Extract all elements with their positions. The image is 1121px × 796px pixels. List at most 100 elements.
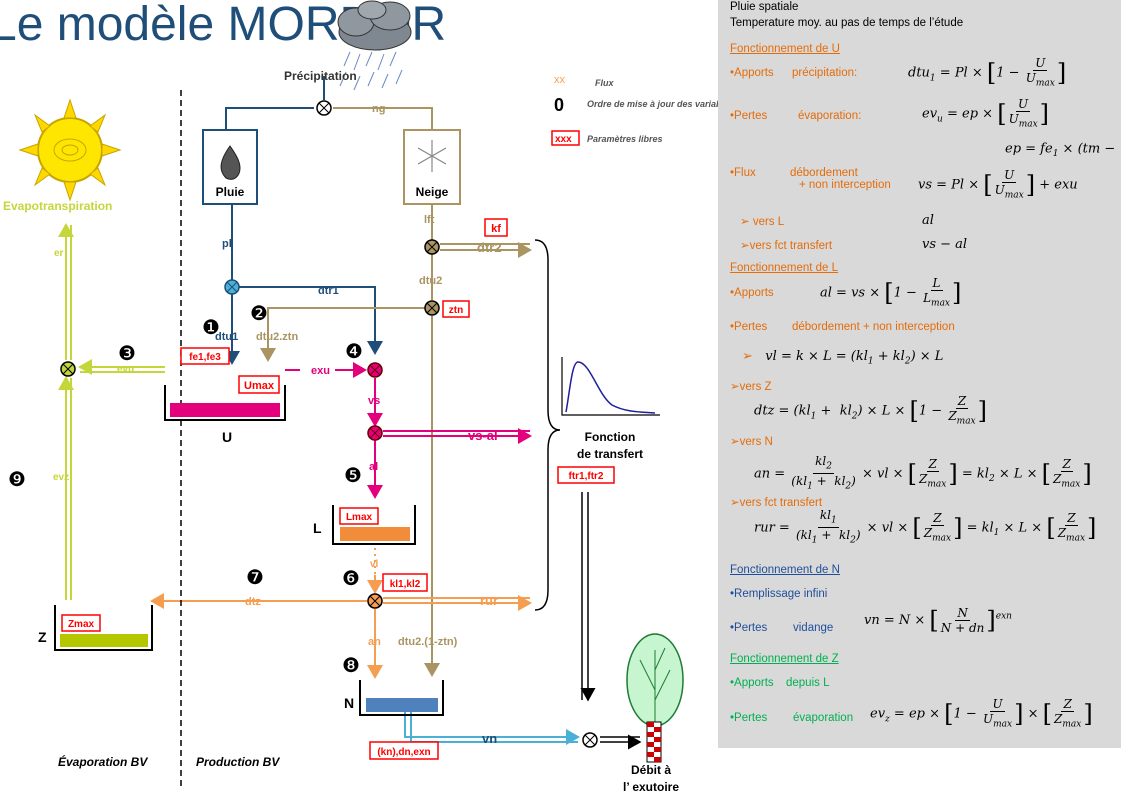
label-vn: vn <box>482 731 497 746</box>
order-9: ❾ <box>8 469 26 491</box>
label-dtu1: dtu1 <box>215 331 238 343</box>
label-debit: Débit à <box>631 763 671 777</box>
svg-text:kl1,kl2: kl1,kl2 <box>390 579 421 590</box>
param-ztn: ztn <box>442 300 470 318</box>
u-flux-src2: + non interception <box>799 179 891 191</box>
n-header: Fonctionnement de N <box>730 564 840 576</box>
param-kf: kf <box>484 218 508 237</box>
mordor-diagram: Le modèle MORDOR xx Flux 0 Ordre de mise… <box>0 0 718 794</box>
param-ftr: ftr1,ftr2 <box>557 466 615 484</box>
transfer-function-graph <box>561 357 660 416</box>
n-pertes: •Pertes <box>730 622 768 634</box>
z-pertes-src: évaporation <box>793 712 854 724</box>
reservoir-u <box>164 385 286 421</box>
legend-param-label: Paramètres libres <box>587 134 663 144</box>
reservoir-n <box>359 680 444 716</box>
label-dtr2: dtr2 <box>477 240 502 255</box>
label-ng: ng <box>372 103 385 115</box>
label-dtu2-1ztn: dtu2.(1-ztn) <box>398 636 458 648</box>
rain-cloud-icon <box>337 0 412 91</box>
eq-ep: ep = fe1 × (tm − fe3)2 <box>1005 141 1121 159</box>
u-apports-src: précipitation: <box>792 67 858 79</box>
svg-text:fe1,fe3: fe1,fe3 <box>189 352 221 363</box>
eq-al-ref: al <box>922 213 934 228</box>
legend-param-box <box>551 130 580 146</box>
sun-icon <box>18 98 122 202</box>
l-apports: •Apports <box>730 287 774 299</box>
label-evz: evz <box>53 472 69 483</box>
u-apports: •Apports <box>730 67 774 79</box>
node-outlet <box>582 732 598 748</box>
order-5: ❺ <box>344 465 362 487</box>
outlet-gauge-icon <box>646 721 662 763</box>
param-zmax: Zmax <box>61 614 101 632</box>
label-rur: rur <box>480 593 498 608</box>
node-precip <box>316 100 332 116</box>
label-an: an <box>368 636 381 648</box>
param-umax: Umax <box>238 375 280 394</box>
tree-icon <box>626 633 684 735</box>
label-vs: vs <box>368 395 380 407</box>
label-dtu2ztn: dtu2.ztn <box>256 331 298 343</box>
order-3: ❸ <box>118 343 136 365</box>
node-vl <box>367 593 383 609</box>
u-flux-src1: débordement <box>790 167 858 179</box>
l-header: Fonctionnement de L <box>730 262 839 274</box>
u-pertes-src: évaporation: <box>798 110 862 122</box>
svg-text:ftr1,ftr2: ftr1,ftr2 <box>568 471 603 482</box>
reservoir-l <box>332 505 416 545</box>
svg-text:kf: kf <box>491 223 501 235</box>
label-u: U <box>222 429 232 445</box>
label-dtu2: dtu2 <box>419 275 442 287</box>
label-pl: pl <box>222 238 232 250</box>
panel-line-1: Pluie spatiale <box>730 1 799 13</box>
snowflake-icon <box>417 140 447 172</box>
raindrop-icon <box>220 145 241 180</box>
l-vers-fct: ➢vers fct transfert <box>730 497 823 509</box>
panel-line-2: Temperature moy. au pas de temps de l’ét… <box>730 17 964 29</box>
z-header: Fonctionnement de Z <box>730 653 839 665</box>
label-dtz: dtz <box>245 596 261 608</box>
transfer-brace <box>534 239 561 611</box>
eq-vl: ➢ vl = k × L = (kl1 + kl2) × L <box>742 349 944 367</box>
svg-text:Zmax: Zmax <box>68 619 95 630</box>
order-1: ❶ <box>202 317 220 339</box>
legend-order-label: Ordre de mise à jour des variables <box>587 99 718 109</box>
n-remplissage: •Remplissage infini <box>730 588 828 600</box>
label-vl: vl <box>370 559 379 570</box>
svg-text:Lmax: Lmax <box>346 512 373 523</box>
label-evu: evu <box>117 364 134 375</box>
z-pertes: •Pertes <box>730 712 768 724</box>
l-vers-z: ➢vers Z <box>730 381 772 393</box>
label-z: Z <box>38 629 47 645</box>
label-er: er <box>54 248 64 259</box>
u-header: Fonctionnement de U <box>730 43 840 55</box>
reservoir-z <box>54 605 153 651</box>
label-precipitation: Précipitation <box>284 69 357 83</box>
order-4: ❹ <box>345 341 363 363</box>
legend-param-symbol: xxx <box>555 134 572 145</box>
label-evaporation-bv: Évaporation BV <box>58 754 148 769</box>
pluie-label: Pluie <box>216 185 245 199</box>
order-6: ❻ <box>342 568 360 590</box>
label-exutoire: l’ exutoire <box>623 780 679 794</box>
order-8: ❽ <box>342 655 360 677</box>
legend-flux-symbol: xx <box>554 74 566 86</box>
label-dtr1: dtr1 <box>318 285 339 297</box>
param-fe: fe1,fe3 <box>180 347 230 365</box>
node-pl <box>224 279 240 295</box>
order-2: ❷ <box>250 303 268 325</box>
svg-text:Umax: Umax <box>244 380 275 392</box>
u-pertes: •Pertes <box>730 110 768 122</box>
label-production-bv: Production BV <box>196 755 280 769</box>
n-pertes-src: vidange <box>793 622 834 634</box>
label-al: al <box>369 461 378 473</box>
